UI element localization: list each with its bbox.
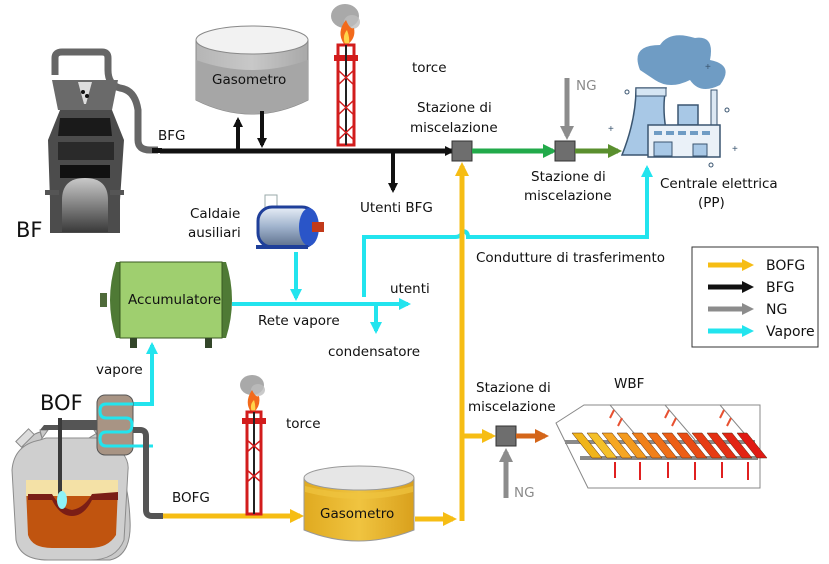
wbf-slab [586, 432, 618, 459]
legend-label-bfg: BFG [766, 280, 795, 296]
wbf-slab [691, 432, 723, 459]
ng-bottom-label: NG [514, 485, 535, 501]
gasometer-top-icon [195, 25, 309, 115]
utenti-label: utenti [390, 281, 430, 297]
wbf-slab [721, 432, 753, 459]
mixing-station-1 [451, 140, 473, 162]
gasometer-bottom-label: Gasometro [320, 506, 394, 522]
auxiliary-boiler-icon [256, 194, 324, 249]
station1-label-line2: miscelazione [410, 120, 498, 136]
vapore-label: vapore [96, 362, 143, 378]
wbf-slab [616, 432, 648, 459]
station2-label-line1: Stazione di [531, 169, 606, 185]
gasometer-bottom-icon [303, 465, 415, 542]
torce-top-label: torce [412, 60, 447, 76]
legend: BOFG BFG NG Vapore [691, 246, 819, 348]
flare-stack-top-icon [331, 4, 360, 147]
gasometer-top-label: Gasometro [212, 72, 286, 88]
wbf-slab [571, 432, 603, 459]
caldaie-label-line2: ausiliari [188, 225, 241, 241]
bof-converter-icon [11, 418, 131, 561]
wbf-slab [661, 432, 693, 459]
svg-text:+: + [608, 124, 614, 135]
torce-bottom-label: torce [286, 416, 321, 432]
bof-steam-line [133, 342, 158, 406]
legend-label-vapore: Vapore [766, 324, 815, 340]
mixing-station-3 [495, 425, 517, 447]
bof-label: BOF [40, 391, 83, 415]
wbf-slab [736, 432, 768, 459]
condensatore-label: condensatore [328, 344, 420, 360]
wbf-slab [631, 432, 663, 459]
utenti-bfg-label: Utenti BFG [360, 200, 433, 216]
svg-text:+: + [732, 144, 738, 155]
wbf-slab [601, 432, 633, 459]
walking-beam-furnace-icon [555, 404, 768, 489]
power-plant-label-line2: (PP) [698, 195, 725, 211]
legend-arrow-icon-bfg [742, 281, 754, 293]
blast-furnace-icon [45, 48, 162, 233]
wbf-slab [706, 432, 738, 459]
caldaie-label-line1: Caldaie [190, 206, 240, 222]
wbf-slab [676, 432, 708, 459]
legend-arrow-icon-bofg [742, 259, 754, 271]
power-plant-icon: + + + [608, 35, 738, 168]
condutture-label: Condutture di trasferimento [476, 250, 665, 266]
wbf-label: WBF [614, 376, 644, 392]
accumulator-tank-icon [100, 261, 232, 348]
wbf-slab [646, 432, 678, 459]
station3-label-line1: Stazione di [476, 380, 551, 396]
legend-arrow-icon-vapore [742, 325, 754, 337]
mixing-station-2 [554, 140, 576, 162]
legend-arrow-icon-ng [742, 303, 754, 315]
station2-label-line2: miscelazione [524, 188, 612, 204]
power-plant-label-line1: Centrale elettrica [660, 176, 778, 192]
flare-stack-bottom-icon [240, 375, 266, 516]
bofg-line-label: BOFG [172, 490, 210, 506]
station1-label-line1: Stazione di [417, 100, 492, 116]
rete-vapore-label: Rete vapore [258, 313, 340, 329]
bfg-line-label: BFG [158, 128, 186, 144]
station3-label-line2: miscelazione [468, 399, 556, 415]
heat-exchanger-icon [96, 394, 153, 456]
svg-text:+: + [705, 62, 711, 73]
bof-offgas-pipe [133, 427, 163, 519]
legend-label-ng: NG [766, 302, 787, 318]
accumulator-label: Accumulatore [128, 292, 221, 308]
ng-top-label: NG [576, 78, 597, 94]
legend-label-bofg: BOFG [766, 258, 805, 274]
bf-label: BF [16, 218, 43, 242]
